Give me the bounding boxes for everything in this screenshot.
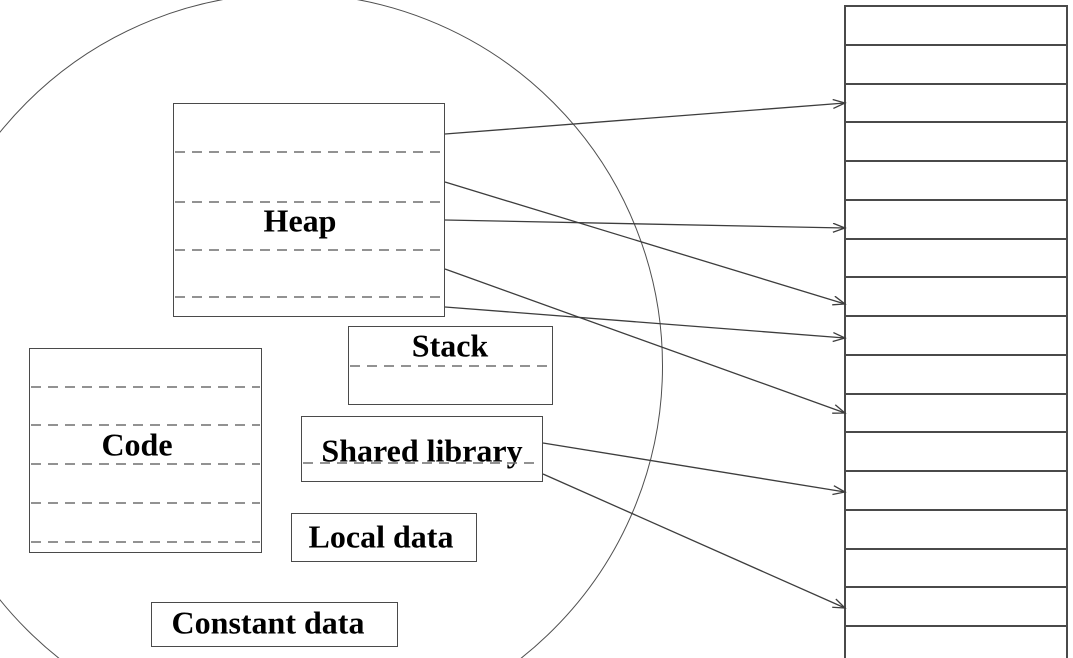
- heap-box: [173, 103, 445, 317]
- memory-frame-row: [846, 627, 1066, 658]
- memory-frame-row: [846, 162, 1066, 201]
- memory-frame-row: [846, 355, 1066, 395]
- local-data-label: Local data: [308, 518, 454, 555]
- code-label: Code: [101, 426, 173, 463]
- memory-frame-row: [846, 123, 1066, 162]
- memory-frame-row: [846, 7, 1066, 46]
- memory-frame-row: [846, 84, 1066, 124]
- shared-library-label: Shared library: [321, 432, 523, 469]
- constant-data-box: [151, 602, 398, 647]
- memory-frame-row: [846, 394, 1066, 434]
- memory-frame-row: [846, 588, 1066, 627]
- memory-frame-row: [846, 317, 1066, 356]
- physical-memory-table: [844, 5, 1068, 658]
- memory-frame-row: [846, 239, 1066, 279]
- memory-frame-row: [846, 45, 1066, 85]
- shared-library-box: [301, 416, 543, 482]
- memory-frame-row: [846, 549, 1066, 589]
- memory-frame-row: [846, 510, 1066, 550]
- memory-frame-row: [846, 200, 1066, 240]
- memory-frame-row: [846, 472, 1066, 511]
- memory-frame-row: [846, 433, 1066, 472]
- code-box: [29, 348, 262, 553]
- stack-label: Stack: [411, 327, 489, 364]
- constant-data-label: Constant data: [171, 604, 365, 641]
- memory-frame-row: [846, 278, 1066, 317]
- local-data-box: [291, 513, 477, 562]
- heap-label: Heap: [263, 202, 337, 239]
